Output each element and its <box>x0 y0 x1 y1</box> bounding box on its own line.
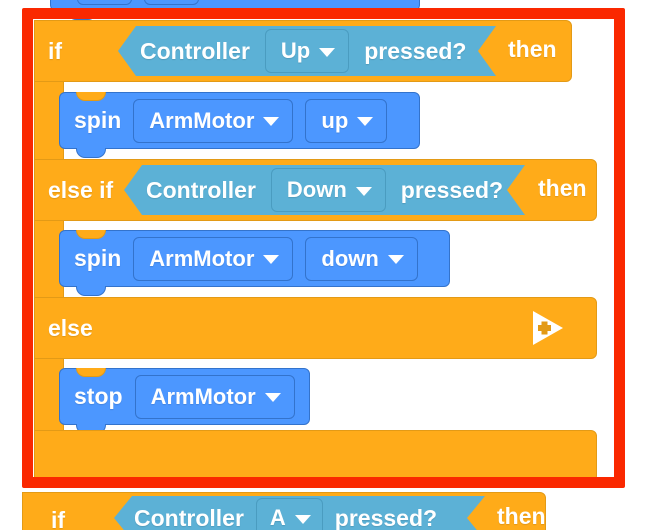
pressed-label: pressed? <box>400 176 504 203</box>
then-label: then <box>508 36 557 62</box>
previous-spin-block-partial[interactable] <box>50 0 420 20</box>
motor-value: ArmMotor <box>149 245 255 271</box>
chevron-down-icon <box>387 255 404 264</box>
then-label-wrap: then <box>508 38 557 62</box>
direction-dropdown-up[interactable]: up <box>305 98 388 143</box>
controller-label: Controller <box>140 37 250 64</box>
spin-label: spin <box>74 245 122 271</box>
controller-down-pressed-condition[interactable]: Controller Down pressed? <box>124 165 525 215</box>
chevron-down-icon <box>356 187 372 196</box>
chevron-down-icon <box>295 515 311 524</box>
direction-dropdown-partial[interactable] <box>144 0 199 5</box>
pressed-label: pressed? <box>334 504 438 530</box>
spin-armmotor-down-block[interactable]: spin ArmMotor down <box>59 230 450 296</box>
then-label-wrap: then <box>538 177 587 201</box>
if-label: if <box>48 37 63 64</box>
control-block-bottom-bar[interactable] <box>34 430 597 482</box>
else-if-label: else if <box>48 176 114 203</box>
if-label: if <box>51 506 66 530</box>
button-value: A <box>269 505 286 530</box>
controller-up-pressed-condition[interactable]: Controller Up pressed? <box>118 26 496 76</box>
controller-a-pressed-condition[interactable]: Controller A pressed? <box>114 496 485 530</box>
block-connector-top <box>76 230 106 239</box>
motor-dropdown-armmotor[interactable]: ArmMotor <box>133 98 294 143</box>
else-label: else <box>48 314 93 341</box>
block-connector-bottom <box>67 10 97 20</box>
button-value: Up <box>280 38 311 63</box>
then-label: then <box>538 175 587 201</box>
then-label-wrap: then <box>497 505 546 529</box>
else-row[interactable]: else <box>34 297 597 359</box>
motor-dropdown-armmotor[interactable]: ArmMotor <box>134 374 295 419</box>
motor-dropdown-armmotor[interactable]: ArmMotor <box>133 236 294 281</box>
motor-dropdown-partial[interactable] <box>77 0 132 5</box>
motor-value: ArmMotor <box>150 383 256 409</box>
direction-value: down <box>321 245 379 271</box>
chevron-down-icon <box>263 117 280 126</box>
controller-label: Controller <box>134 504 244 530</box>
direction-dropdown-down[interactable]: down <box>305 236 418 281</box>
button-value: Down <box>286 177 347 202</box>
motor-value: ArmMotor <box>149 107 255 133</box>
block-connector-top <box>76 92 106 101</box>
button-dropdown-up[interactable]: Up <box>265 29 349 73</box>
block-connector-bottom <box>76 286 106 296</box>
chevron-down-icon <box>264 393 281 402</box>
chevron-down-icon <box>319 48 335 57</box>
spin-label: spin <box>74 107 122 133</box>
controller-label: Controller <box>146 176 256 203</box>
direction-value: up <box>321 107 349 133</box>
chevron-down-icon <box>357 117 374 126</box>
pressed-label: pressed? <box>364 37 467 64</box>
stop-label: stop <box>74 383 123 409</box>
spin-armmotor-up-block[interactable]: spin ArmMotor up <box>59 92 420 158</box>
expand-plus-arrow-icon[interactable] <box>527 309 567 347</box>
block-connector-top <box>76 368 106 377</box>
then-label: then <box>497 503 546 529</box>
button-dropdown-a[interactable]: A <box>256 498 323 530</box>
button-dropdown-down[interactable]: Down <box>271 168 386 212</box>
block-connector-bottom <box>76 148 106 158</box>
chevron-down-icon <box>263 255 280 264</box>
stop-armmotor-block[interactable]: stop ArmMotor <box>59 368 310 434</box>
